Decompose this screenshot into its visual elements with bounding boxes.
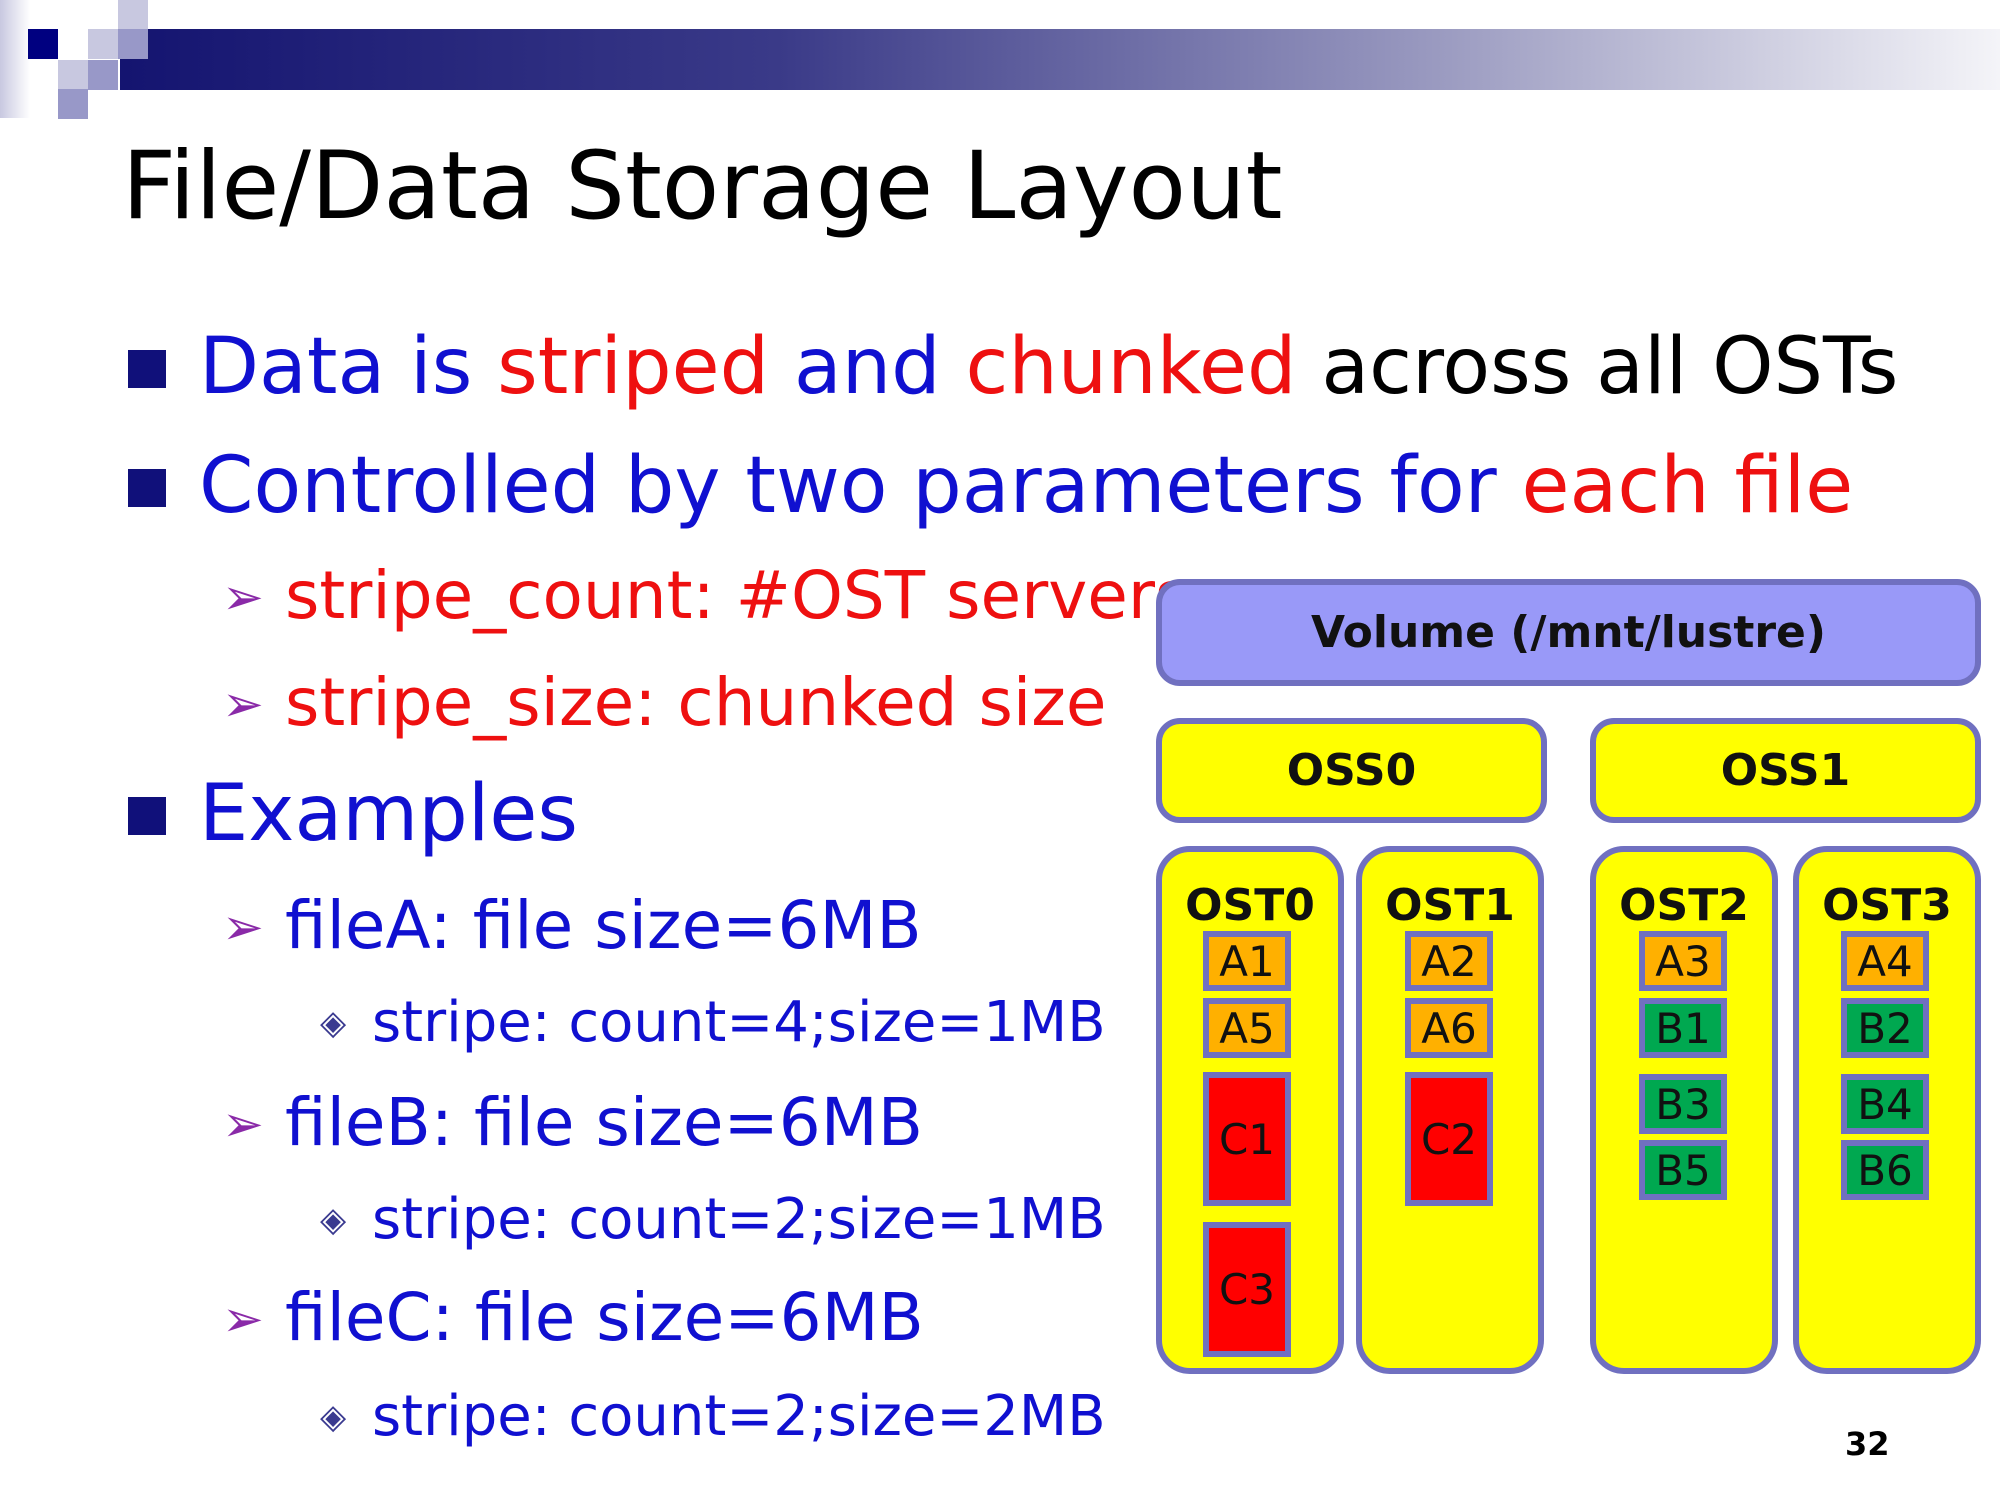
chunk-A6: A6 xyxy=(1405,998,1493,1058)
page-number: 32 xyxy=(1845,1425,1890,1463)
ost-label: OST1 xyxy=(1385,880,1515,931)
text-segment: striped xyxy=(497,322,770,412)
diamond-bullet-icon: ◈ xyxy=(320,1200,347,1240)
chunk-A5: A5 xyxy=(1203,998,1291,1058)
chunk-A4: A4 xyxy=(1841,931,1929,991)
ost-label: OST0 xyxy=(1185,880,1315,931)
arrow-bullet-icon: ➢ xyxy=(222,1095,264,1153)
ost-label: OST2 xyxy=(1619,880,1749,931)
chunk-C3: C3 xyxy=(1203,1222,1291,1357)
diamond-bullet-icon: ◈ xyxy=(320,1003,347,1043)
example-fileC-stripe: stripe: count=2;size=2MB xyxy=(372,1384,1106,1449)
oss1-box: OSS1 xyxy=(1590,718,1981,823)
chunk-B1: B1 xyxy=(1639,998,1727,1058)
chunk-C1: C1 xyxy=(1203,1072,1291,1206)
chunk-A3: A3 xyxy=(1639,931,1727,991)
chunk-B2: B2 xyxy=(1841,998,1929,1058)
diamond-bullet-icon: ◈ xyxy=(320,1397,347,1437)
chunk-C2: C2 xyxy=(1405,1072,1493,1206)
example-fileA-stripe: stripe: count=4;size=1MB xyxy=(372,990,1106,1055)
chunk-A1: A1 xyxy=(1203,931,1291,991)
header-bar xyxy=(120,29,2000,90)
bullet-striped: Data is striped and chunked across all O… xyxy=(199,328,1898,406)
text-segment: Data is xyxy=(199,322,498,412)
arrow-bullet-icon: ➢ xyxy=(222,675,264,733)
ost-label: OST3 xyxy=(1822,880,1952,931)
chunk-B3: B3 xyxy=(1639,1074,1727,1134)
bullet-square-icon xyxy=(128,350,166,388)
bullet-examples: Examples xyxy=(199,769,579,859)
bullet-square-icon xyxy=(128,797,166,835)
example-fileA: fileA: file size=6MB xyxy=(285,887,922,964)
bullet-square-icon xyxy=(128,469,166,507)
sub-bullet-stripe-size: stripe_size: chunked size xyxy=(285,664,1107,741)
text-segment: across all OSTs xyxy=(1296,322,1899,412)
bullet-controlled: Controlled by two parameters for each fi… xyxy=(199,447,1853,525)
chunk-B4: B4 xyxy=(1841,1074,1929,1134)
sub-bullet-stripe-count: stripe_count: #OST servers xyxy=(285,557,1190,634)
text-segment: Controlled by two parameters for xyxy=(199,441,1522,531)
arrow-bullet-icon: ➢ xyxy=(222,568,264,626)
example-fileB-stripe: stripe: count=2;size=1MB xyxy=(372,1187,1106,1252)
chunk-B6: B6 xyxy=(1841,1140,1929,1200)
chunk-B5: B5 xyxy=(1639,1140,1727,1200)
text-segment: and xyxy=(769,322,966,412)
text-segment: each file xyxy=(1521,441,1854,531)
volume-box: Volume (/mnt/lustre) xyxy=(1156,579,1981,686)
example-fileC: fileC: file size=6MB xyxy=(285,1279,924,1356)
oss0-box: OSS0 xyxy=(1156,718,1547,823)
slide-title: File/Data Storage Layout xyxy=(122,132,1283,241)
arrow-bullet-icon: ➢ xyxy=(222,1290,264,1348)
example-fileB: fileB: file size=6MB xyxy=(285,1084,923,1161)
text-segment: chunked xyxy=(965,322,1297,412)
arrow-bullet-icon: ➢ xyxy=(222,898,264,956)
chunk-A2: A2 xyxy=(1405,931,1493,991)
